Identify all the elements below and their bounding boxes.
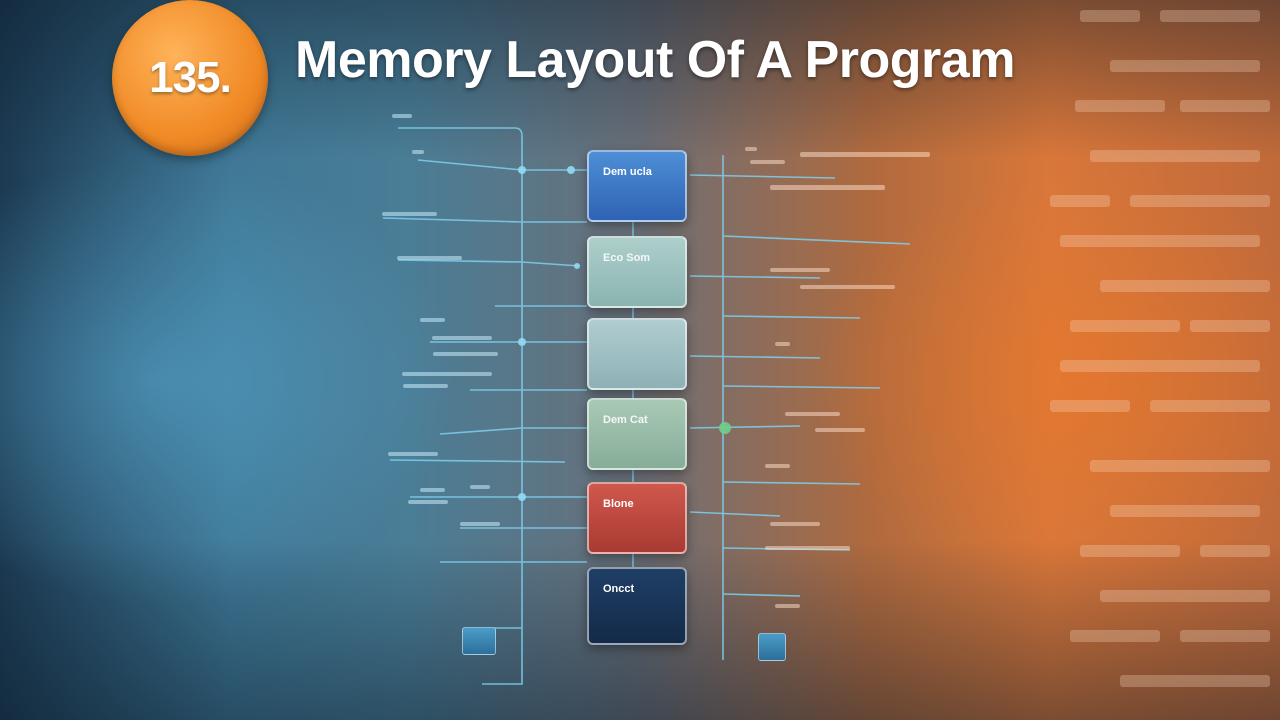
chip-icon: [462, 627, 496, 655]
page-title: Memory Layout Of A Program: [295, 31, 1015, 89]
memory-segment-block: Blone: [587, 482, 687, 554]
segment-label: Dem ucla: [603, 166, 652, 178]
chip-icon: [758, 633, 786, 661]
memory-segment-block: Eco Som: [587, 236, 687, 308]
memory-segment-block: Oncct: [587, 567, 687, 645]
segment-label: Blone: [603, 498, 634, 510]
episode-number-badge: 135.: [112, 0, 268, 156]
segment-label: Eco Som: [603, 252, 651, 264]
segment-label: Dem Cat: [603, 414, 648, 426]
segment-label: Oncct: [603, 583, 635, 595]
memory-segment-block: [587, 318, 687, 390]
episode-number: 135.: [149, 53, 232, 102]
memory-segment-block: Dem Cat: [587, 398, 687, 470]
memory-segment-block: Dem ucla: [587, 150, 687, 222]
